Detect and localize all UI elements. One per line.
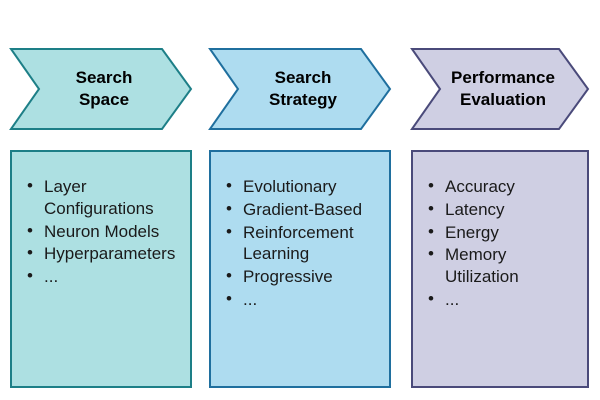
stage-item-list-search-strategy: Evolutionary Gradient-Based Reinforcemen… xyxy=(211,152,389,311)
stage-item-list-search-space: Layer Configurations Neuron Models Hyper… xyxy=(12,152,190,288)
list-item: Hyperparameters xyxy=(27,242,182,265)
list-item: ... xyxy=(428,288,579,311)
list-item: ... xyxy=(226,288,381,311)
stage-column-search-space: Search Space Layer Configurations Neuron… xyxy=(10,0,192,400)
chevron-shape-icon xyxy=(209,48,391,130)
list-item: Memory Utilization xyxy=(428,243,579,288)
stage-column-performance-evaluation: Performance Evaluation Accuracy Latency … xyxy=(411,0,589,400)
chevron-header-performance-evaluation: Performance Evaluation xyxy=(411,48,589,130)
list-item: Layer Configurations xyxy=(27,175,182,220)
list-item: Latency xyxy=(428,198,579,221)
stage-panel-search-space: Layer Configurations Neuron Models Hyper… xyxy=(10,150,192,388)
chevron-shape-icon xyxy=(411,48,589,130)
list-item: Progressive xyxy=(226,265,381,288)
list-item: Neuron Models xyxy=(27,220,182,243)
list-item: Gradient-Based xyxy=(226,198,381,221)
list-item: Evolutionary xyxy=(226,175,381,198)
stage-panel-performance-evaluation: Accuracy Latency Energy Memory Utilizati… xyxy=(411,150,589,388)
chevron-shape-icon xyxy=(10,48,192,130)
stage-column-search-strategy: Search Strategy Evolutionary Gradient-Ba… xyxy=(209,0,391,400)
chevron-header-search-space: Search Space xyxy=(10,48,192,130)
list-item: Reinforcement Learning xyxy=(226,221,381,266)
list-item: ... xyxy=(27,265,182,288)
chevron-header-search-strategy: Search Strategy xyxy=(209,48,391,130)
list-item: Accuracy xyxy=(428,175,579,198)
stage-item-list-performance-evaluation: Accuracy Latency Energy Memory Utilizati… xyxy=(413,152,587,311)
stage-panel-search-strategy: Evolutionary Gradient-Based Reinforcemen… xyxy=(209,150,391,388)
list-item: Energy xyxy=(428,221,579,244)
